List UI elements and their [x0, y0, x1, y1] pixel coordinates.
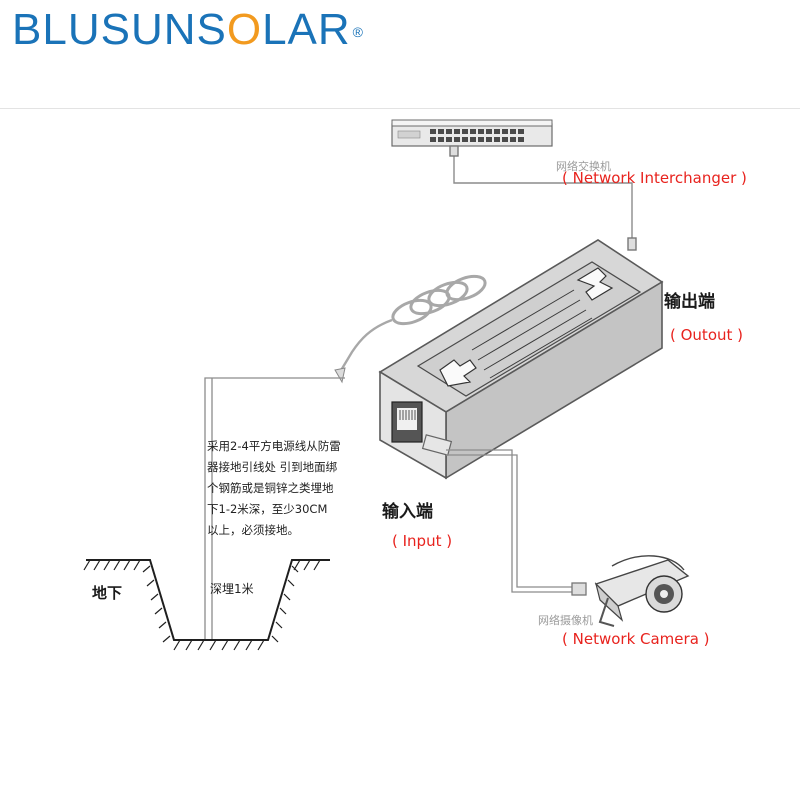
camera-label-en: ( Network Camera ): [562, 630, 710, 648]
ground-pit-icon: [83, 559, 330, 651]
note-line: 个钢筋或是铜锌之类埋地: [207, 481, 334, 495]
header-divider: [0, 108, 800, 109]
note-line: 采用2-4平方电源线从防雷: [207, 439, 341, 453]
brand-name-o: O: [226, 5, 263, 54]
surge-protector-device-icon: [378, 239, 664, 480]
output-label-en: ( Outout ): [670, 326, 744, 344]
note-line: 器接地引线处 引到地面绑: [207, 460, 338, 474]
buried-depth-label: 深埋1米: [210, 582, 254, 596]
output-label-cn: 输出端: [664, 292, 715, 312]
switch-label-cn: 网络交换机: [556, 160, 611, 173]
brand-logo: BLUSUNSOLAR®: [12, 8, 364, 52]
camera-label-cn: 网络摄像机: [538, 614, 593, 627]
arrow-icon: [439, 267, 614, 387]
note-line: 下1-2米深，至少30CM: [207, 502, 328, 516]
brand-name-part1: BLUSUNS: [12, 5, 227, 54]
grounding-instruction-note: 采用2-4平方电源线从防雷 器接地引线处 引到地面绑 个钢筋或是铜锌之类埋地 下…: [207, 436, 377, 541]
network-switch-icon: [391, 119, 553, 147]
switch-cable: [449, 145, 637, 251]
registered-mark: ®: [352, 24, 364, 40]
ground-wire: [204, 377, 345, 640]
camera-cable: [446, 449, 587, 596]
switch-label-en: ( Network Interchanger ): [562, 169, 747, 187]
camera-icon: [594, 555, 690, 627]
brand-name-part2: LAR: [262, 5, 351, 54]
rj45-port-icon: [391, 401, 423, 443]
input-label-cn: 输入端: [382, 502, 433, 522]
underground-label: 地下: [92, 584, 123, 602]
note-line: 以上，必须接地。: [207, 523, 299, 537]
input-label-en: ( Input ): [392, 532, 453, 550]
